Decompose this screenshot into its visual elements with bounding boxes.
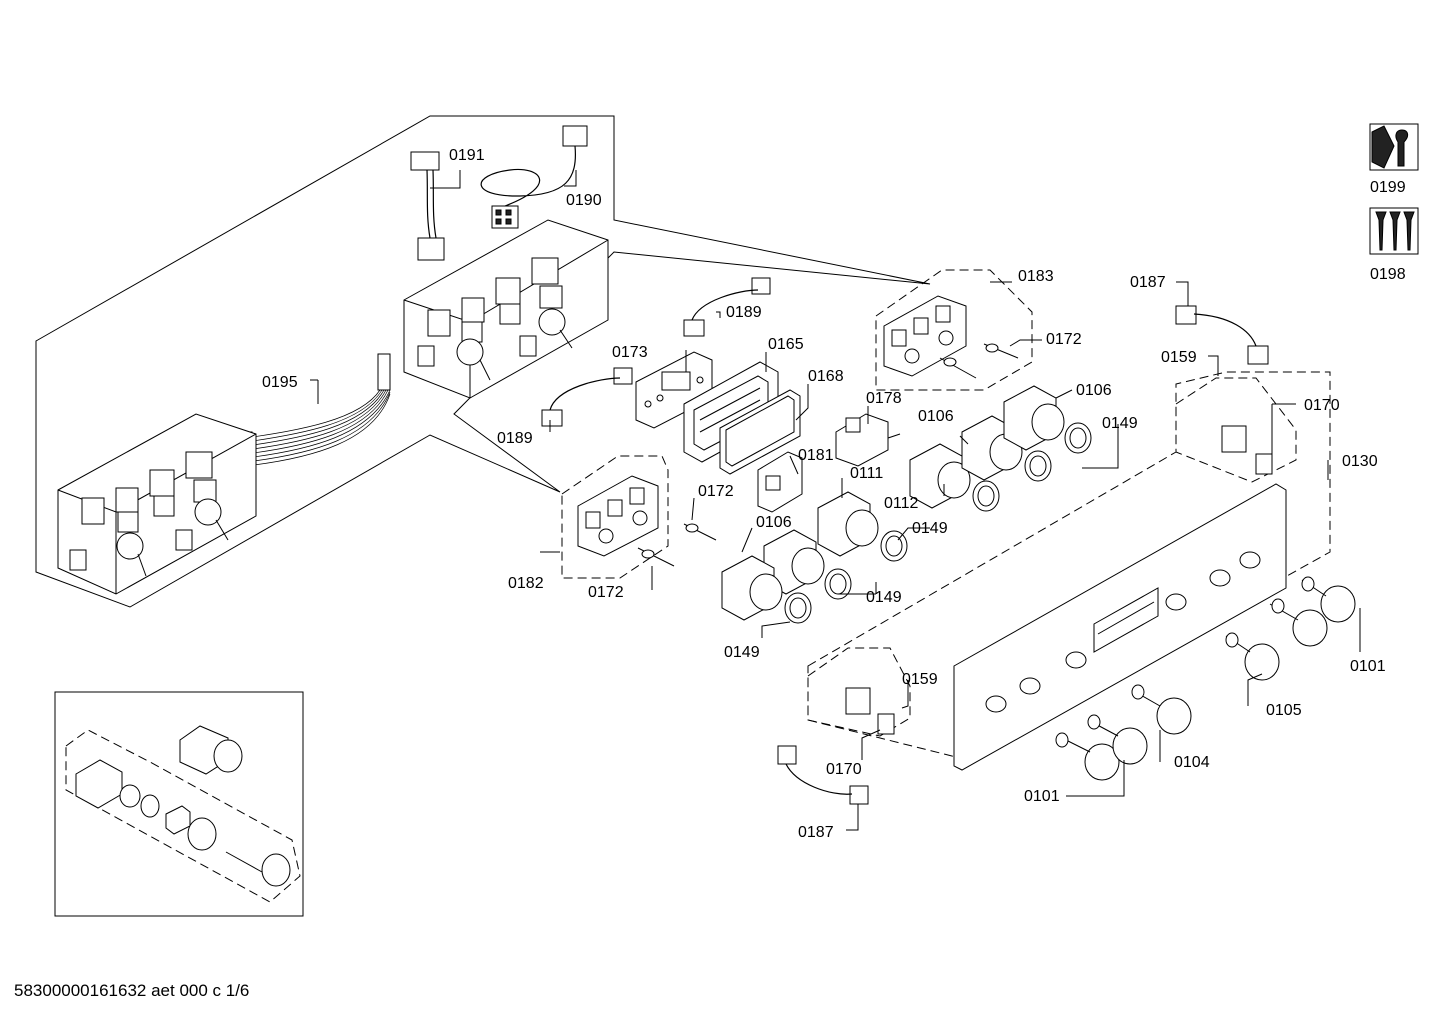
callout-0104: 0104 — [1174, 754, 1210, 771]
knob-assembly-0112 — [909, 443, 1000, 512]
callout-0170-lower: 0170 — [826, 761, 862, 778]
leader-lines — [310, 170, 1361, 831]
front-knob-0104 — [1131, 684, 1192, 735]
callout-0130: 0130 — [1342, 453, 1378, 470]
callout-0181: 0181 — [798, 447, 834, 464]
front-knob-0101-mid — [1087, 714, 1148, 765]
callout-0191: 0191 — [449, 147, 485, 164]
callout-0198: 0198 — [1370, 266, 1406, 283]
callout-0199: 0199 — [1370, 179, 1406, 196]
switch-block-lower — [57, 413, 257, 595]
cable-0189-upper — [683, 277, 771, 337]
callout-0112: 0112 — [884, 495, 919, 512]
callout-0168: 0168 — [808, 368, 844, 385]
callout-0149-right: 0149 — [1102, 415, 1138, 432]
front-knob-0101-right-a — [1269, 598, 1328, 647]
switch-0181 — [757, 451, 803, 513]
ribbon-cable-0195 — [239, 353, 391, 471]
callout-0195: 0195 — [262, 374, 298, 391]
callout-0172-mid: 0172 — [698, 483, 734, 500]
front-knob-0105 — [1225, 632, 1280, 681]
wiring-harness-0191 — [410, 151, 445, 261]
inset-detail-box — [54, 691, 304, 917]
callout-0170-upper: 0170 — [1304, 397, 1340, 414]
display-board-0173 — [635, 351, 713, 429]
callout-0159-upper: 0159 — [1161, 349, 1197, 366]
callout-0187-lower: 0187 — [798, 824, 834, 841]
callout-0105: 0105 — [1266, 702, 1302, 719]
front-knob-0101-right-b — [1301, 576, 1356, 623]
callout-0101-left: 0101 — [1024, 788, 1060, 805]
display-window-0168 — [719, 389, 801, 475]
cable-0187-upper — [1175, 305, 1269, 365]
callout-0111: 0111 — [850, 465, 883, 482]
clip-0159-lower — [807, 647, 911, 737]
callout-0172-right: 0172 — [1046, 331, 1082, 348]
cable-0189-lower — [541, 367, 633, 427]
callout-0149-bottom: 0149 — [724, 644, 760, 661]
knob-assembly-0149 — [721, 555, 812, 624]
callout-0182: 0182 — [508, 575, 544, 592]
callout-labels: 0191 0190 0195 0189 0189 0173 0165 0168 … — [262, 147, 1406, 841]
display-frame-0165 — [683, 361, 779, 463]
switch-0178 — [835, 413, 901, 467]
callout-0190: 0190 — [566, 192, 602, 209]
callout-0106-mid: 0106 — [918, 408, 954, 425]
sub-assembly-0183 — [875, 269, 1033, 391]
callout-0183: 0183 — [1018, 268, 1054, 285]
callout-0173: 0173 — [612, 344, 648, 361]
callout-0189-lower: 0189 — [497, 430, 533, 447]
knob-assembly-0106-lower — [763, 529, 852, 600]
knob-assembly-0106-right — [1003, 385, 1092, 454]
knob-assembly-0111 — [817, 491, 908, 562]
callout-0149-mid: 0149 — [912, 520, 948, 537]
callout-0101-right: 0101 — [1350, 658, 1386, 675]
callout-0189-upper: 0189 — [726, 304, 762, 321]
callout-0165: 0165 — [768, 336, 804, 353]
cable-0187-lower — [777, 745, 869, 805]
callout-0106-right: 0106 — [1076, 382, 1112, 399]
callout-0187-upper: 0187 — [1130, 274, 1166, 291]
callout-0106-lower: 0106 — [756, 514, 792, 531]
callout-0178: 0178 — [866, 390, 902, 407]
front-knob-0101-left — [1055, 732, 1120, 781]
switch-block-upper — [403, 219, 609, 399]
callout-0159-lower: 0159 — [902, 671, 938, 688]
sub-assembly-0182 — [561, 455, 717, 579]
callout-0172-lower: 0172 — [588, 584, 624, 601]
document-code: 58300000161632 aet 000 c 1/6 — [14, 981, 250, 1000]
callout-0149-lower: 0149 — [866, 589, 902, 606]
wrench-icon — [1369, 123, 1419, 171]
wiring-harness-0190 — [480, 125, 588, 229]
screws-icon — [1369, 207, 1419, 255]
clip-0159-upper — [1175, 377, 1297, 483]
